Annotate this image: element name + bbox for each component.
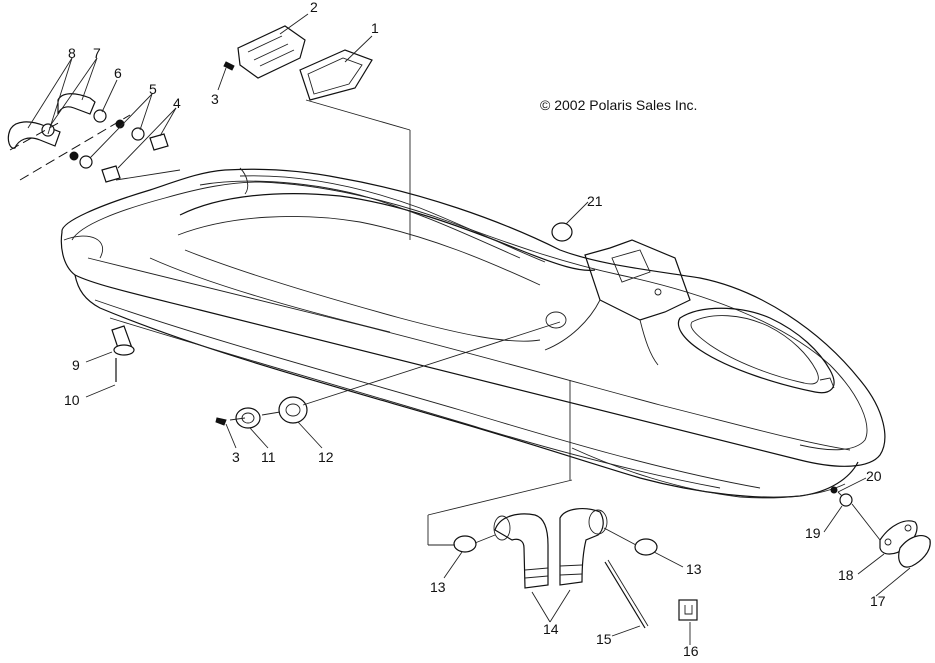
callout-4: 4: [173, 95, 181, 111]
callout-leaders: [27, 13, 911, 645]
callout-16: 16: [683, 643, 699, 658]
callout-21: 21: [587, 193, 603, 209]
callout-8: 8: [68, 45, 76, 61]
callout-19: 19: [805, 525, 821, 541]
part-nut: [830, 486, 838, 494]
part-drain-plug: [111, 325, 135, 356]
callout-17: 17: [870, 593, 886, 609]
part-gasket: [299, 49, 373, 101]
part-plug: [551, 222, 573, 242]
part-vent-cover: [237, 25, 306, 79]
callout-2: 2: [310, 0, 318, 15]
callout-5: 5: [149, 81, 157, 97]
callout-13-left: 13: [430, 579, 446, 595]
callout-labels: 1 2 3 4 5 6 7 8 9 10 3 11 12 13 13 14 15…: [64, 0, 886, 659]
callout-9: 9: [72, 357, 80, 373]
callout-12: 12: [318, 449, 334, 465]
part-elbow-right: [559, 508, 608, 586]
copyright-notice: © 2002 Polaris Sales Inc.: [540, 97, 697, 113]
callout-3-top: 3: [211, 91, 219, 107]
part-fitting: [235, 407, 261, 429]
part-grommet: [278, 396, 308, 424]
callout-13-right: 13: [686, 561, 702, 577]
callout-15: 15: [596, 631, 612, 647]
hull-body: [60, 167, 886, 499]
part-plate-assembly: [879, 520, 931, 568]
callout-3-bottom: 3: [232, 449, 240, 465]
part-rod: [604, 559, 649, 629]
callout-7: 7: [93, 45, 101, 61]
part-elbow-left: [493, 513, 549, 589]
assembly-lines: [9, 99, 881, 546]
callout-20: 20: [866, 468, 882, 484]
part-clamp-left: [453, 535, 477, 553]
callout-14: 14: [543, 621, 559, 637]
part-decal: [678, 599, 698, 621]
part-screw-bottom: [215, 417, 227, 426]
part-hose-fittings: [7, 93, 169, 183]
callout-6: 6: [114, 65, 122, 81]
part-clamp-right: [634, 538, 658, 556]
callout-18: 18: [838, 567, 854, 583]
callout-10: 10: [64, 392, 80, 408]
part-washer: [839, 493, 853, 507]
callout-1: 1: [371, 20, 379, 36]
part-screw-top: [223, 61, 235, 71]
callout-11: 11: [261, 449, 276, 465]
